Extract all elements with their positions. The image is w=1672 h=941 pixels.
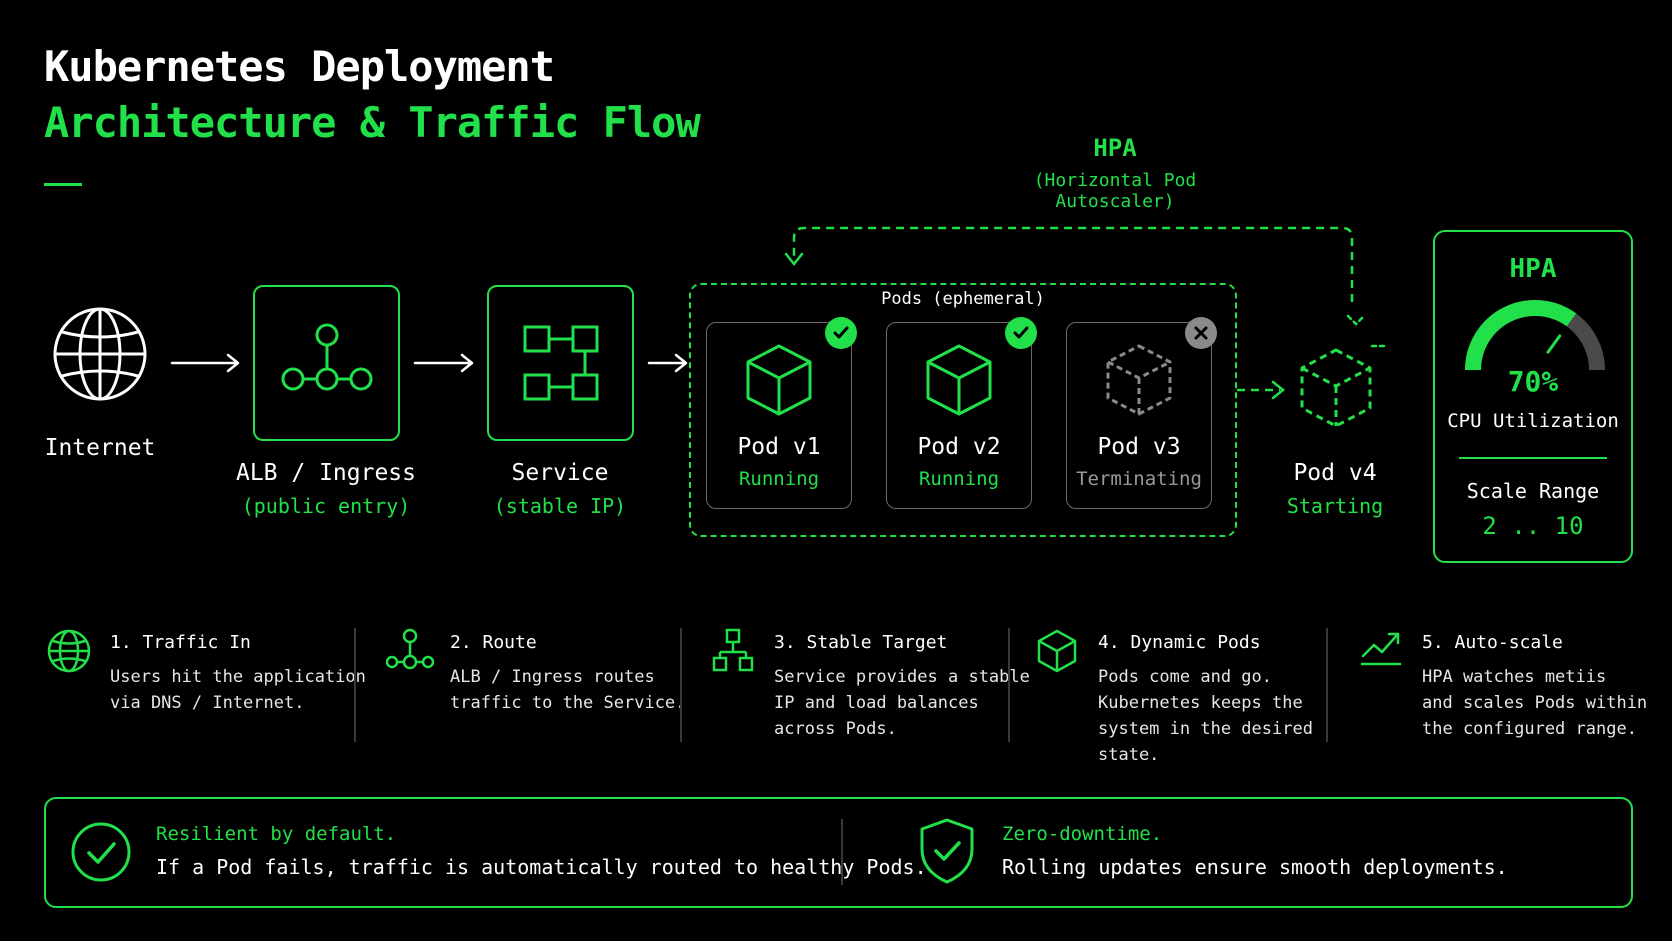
chart-up-icon bbox=[1360, 632, 1402, 666]
resilient-description: If a Pod fails, traffic is automatically… bbox=[156, 855, 927, 879]
step-title: 1. Traffic In bbox=[110, 632, 251, 653]
check-circle-icon bbox=[71, 822, 131, 882]
scale-range-value: 2 .. 10 bbox=[1482, 512, 1584, 540]
step-title: 3. Stable Target bbox=[774, 632, 948, 653]
internet-label: Internet bbox=[44, 435, 156, 461]
pod-name: Pod v3 bbox=[1097, 434, 1181, 460]
cpu-percent: 70% bbox=[1507, 365, 1559, 398]
arrow-service-to-pods bbox=[647, 353, 688, 373]
step-divider bbox=[680, 628, 682, 742]
arrow-internet-to-alb bbox=[170, 353, 240, 373]
pods-group-title: Pods (ephemeral) bbox=[881, 289, 1045, 309]
step-description: Pods come and go. Kubernetes keeps the s… bbox=[1098, 667, 1313, 765]
cube-icon bbox=[1037, 629, 1077, 673]
service-box bbox=[487, 285, 634, 441]
page-title: Kubernetes Deployment bbox=[44, 42, 555, 91]
hpa-description: (Horizontal Pod Autoscaler) bbox=[1033, 170, 1197, 212]
cpu-label: CPU Utilization bbox=[1447, 410, 1619, 432]
close-icon bbox=[1185, 317, 1217, 349]
step-divider bbox=[1008, 628, 1010, 742]
cube-icon bbox=[926, 344, 992, 416]
step-description: Users hit the application via DNS / Inte… bbox=[110, 667, 366, 713]
ingress-icon bbox=[386, 628, 434, 670]
cube-dashed-icon bbox=[1106, 344, 1172, 416]
hpa-card-divider bbox=[1459, 457, 1607, 459]
step-divider bbox=[354, 628, 356, 742]
ingress-icon bbox=[281, 323, 373, 391]
pod-status: Running bbox=[918, 468, 1000, 490]
pods-group bbox=[689, 283, 1237, 537]
gauge-icon bbox=[1465, 300, 1605, 371]
gauge-needle bbox=[1546, 334, 1562, 354]
pod-name: Pod v1 bbox=[737, 434, 821, 460]
pod-card-v1: Pod v1 Running bbox=[706, 317, 857, 509]
step-title: 4. Dynamic Pods bbox=[1098, 632, 1261, 653]
zero-downtime-description: Rolling updates ensure smooth deployment… bbox=[1002, 855, 1508, 879]
step-title: 2. Route bbox=[450, 632, 537, 653]
resilient-title: Resilient by default. bbox=[156, 823, 397, 845]
hpa-feedback-loop bbox=[792, 226, 1354, 302]
cube-icon bbox=[746, 344, 812, 416]
pod4-name: Pod v4 bbox=[1293, 460, 1377, 486]
globe-icon bbox=[53, 307, 147, 401]
pod-status: Running bbox=[738, 468, 820, 490]
alb-sublabel: (public entry) bbox=[241, 494, 411, 518]
benefits-banner: Resilient by default. If a Pod fails, tr… bbox=[44, 797, 1633, 908]
hpa-heading: HPA bbox=[1093, 134, 1137, 162]
step-description: ALB / Ingress routes traffic to the Serv… bbox=[450, 667, 686, 713]
service-icon bbox=[712, 628, 754, 672]
title-underline bbox=[44, 183, 82, 186]
cube-dashed-icon bbox=[1300, 348, 1372, 428]
alb-label: ALB / Ingress bbox=[235, 460, 416, 486]
step-divider bbox=[1326, 628, 1328, 742]
banner-divider bbox=[841, 819, 843, 885]
check-icon bbox=[825, 317, 857, 349]
hpa-card: HPA 70% CPU Utilization Scale Range 2 ..… bbox=[1433, 230, 1633, 563]
service-label: Service bbox=[511, 460, 609, 486]
shield-check-icon bbox=[920, 818, 974, 884]
alb-box bbox=[253, 285, 400, 441]
pod-card-v3: Pod v3 Terminating bbox=[1066, 317, 1217, 509]
pod-status: Terminating bbox=[1076, 468, 1202, 490]
zero-downtime-title: Zero-downtime. bbox=[1002, 823, 1163, 845]
gauge-fill bbox=[1465, 300, 1577, 371]
service-sublabel: (stable IP) bbox=[493, 494, 627, 518]
pod-name: Pod v2 bbox=[917, 434, 1001, 460]
scale-range-label: Scale Range bbox=[1466, 479, 1600, 503]
page-subtitle: Architecture & Traffic Flow bbox=[44, 98, 701, 147]
arrow-alb-to-service bbox=[413, 353, 474, 373]
step-description: Service provides a stable IP and load ba… bbox=[774, 667, 1030, 739]
hpa-label-top: HPA (Horizontal Pod Autoscaler) bbox=[975, 134, 1255, 212]
globe-icon bbox=[47, 629, 91, 673]
pod4-status: Starting bbox=[1286, 494, 1384, 518]
pod-card-v2: Pod v2 Running bbox=[886, 317, 1037, 509]
step-description: HPA watches metiis and scales Pods withi… bbox=[1422, 667, 1648, 739]
check-icon bbox=[1005, 317, 1037, 349]
hpa-card-title: HPA bbox=[1509, 254, 1557, 284]
service-icon bbox=[523, 325, 599, 401]
step-title: 5. Auto-scale bbox=[1422, 632, 1563, 653]
